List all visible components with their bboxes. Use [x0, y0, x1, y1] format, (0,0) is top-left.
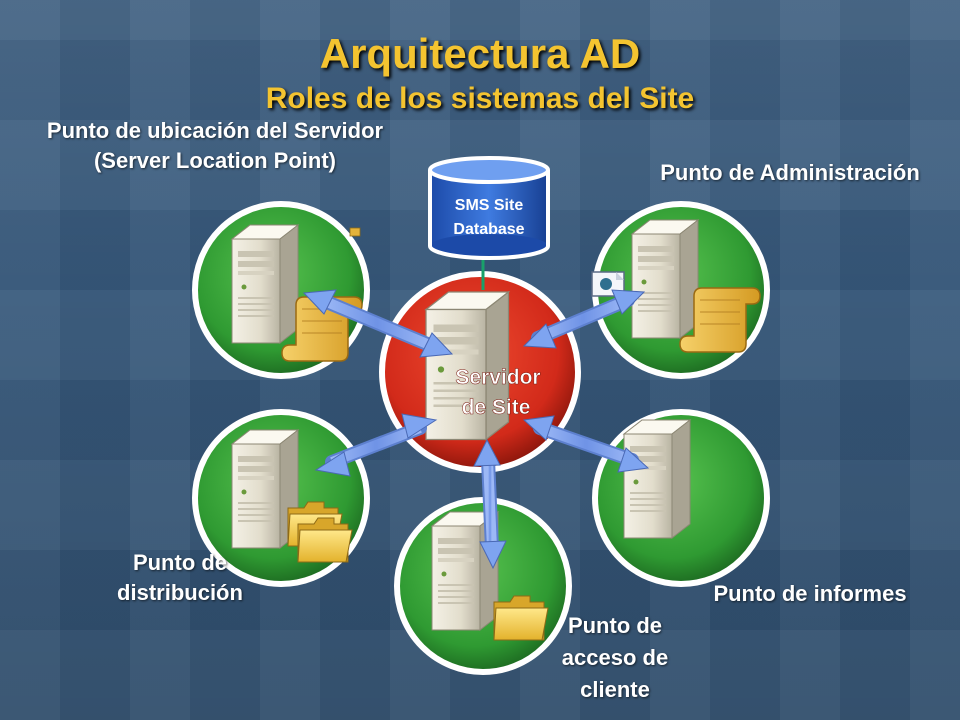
label-management-point: Punto de Administración	[660, 160, 920, 185]
page-title: Arquitectura AD	[319, 30, 641, 77]
cap-label-line3: cliente	[580, 677, 650, 702]
arrow-rp	[522, 415, 650, 473]
report-doc-icon	[591, 271, 625, 297]
label-distribution-point: Punto de distribución	[90, 548, 270, 608]
sms-site-database: SMS Site Database	[428, 156, 550, 260]
database-label-line1: SMS Site	[455, 197, 524, 214]
dp-label-line2: distribución	[117, 580, 243, 605]
slp-server-icon	[231, 224, 299, 344]
site-server-label-line2: de Site	[462, 396, 531, 419]
label-client-access-point: Punto de acceso de cliente	[530, 610, 700, 706]
label-reporting-point: Punto de informes	[713, 581, 907, 606]
arrow-slp	[302, 289, 454, 358]
arrow-mp	[522, 289, 646, 349]
label-server-location-point: Punto de ubicación del Servidor (Server …	[0, 116, 430, 176]
cap-label-line1: Punto de	[567, 613, 663, 638]
slp-label-line2: (Server Location Point)	[93, 148, 337, 173]
database-label-line2: Database	[453, 221, 524, 238]
cap-label-line2: acceso de	[561, 645, 669, 670]
arrow-dp	[314, 413, 438, 477]
site-server-label-line1: Servidor	[455, 366, 540, 389]
mp-server-icon	[631, 219, 699, 339]
arrow-cap	[473, 438, 507, 570]
dp-label-line1: Punto de	[132, 550, 228, 575]
dp-folder2-icon	[297, 517, 353, 563]
page-subtitle: Roles de los sistemas del Site	[265, 82, 695, 115]
slp-label-line1: Punto de ubicación del Servidor	[46, 118, 384, 143]
small-folder-icon	[349, 227, 361, 237]
rp-server-icon	[623, 419, 691, 539]
